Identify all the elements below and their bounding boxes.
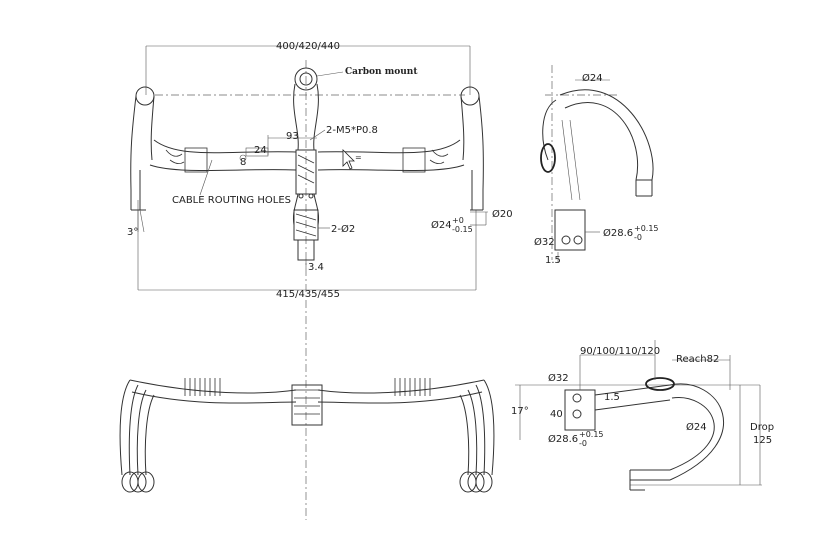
side-view: 90/100/110/120 Reach82 Ø32 1.5 17° 40 Ø2… <box>511 340 774 491</box>
top-view: 400/420/440 415/435/455 <box>127 41 513 520</box>
side-dia-28-label: Ø28.6 <box>603 227 633 239</box>
side-view-dia-28-label: Ø28.6 <box>548 433 578 445</box>
side-dia-24-label: Ø24 <box>582 72 603 84</box>
side-dia-32-label: Ø32 <box>534 236 555 248</box>
side-view-dim-40-label: 40 <box>550 409 563 420</box>
stem-lengths-label: 90/100/110/120 <box>580 346 660 357</box>
side-view-dim-1-5-label: 1.5 <box>604 392 620 403</box>
dim-93-label: 93 <box>286 131 299 142</box>
bolt-spec-label: 2-M5*P0.8 <box>326 125 378 136</box>
hole-label: 2-Ø2 <box>331 223 355 235</box>
side-view-tol-bot: -0 <box>579 439 587 448</box>
side-top-view: Ø24 Ø32 Ø28.6 +0.15 -0 1.5 <box>534 65 659 266</box>
flare-label: 3° <box>127 227 138 238</box>
dim-24-label: 24 <box>254 145 267 156</box>
width-top-label: 400/420/440 <box>276 41 340 52</box>
side-dim-1-5-label: 1.5 <box>545 255 561 266</box>
side-view-angle-label: 17° <box>511 406 529 417</box>
reach-label: Reach82 <box>676 354 719 365</box>
clamp-dia-label: Ø24 <box>431 219 452 231</box>
side-view-dia-32-label: Ø32 <box>548 372 569 384</box>
drop-label: Drop <box>750 422 774 433</box>
side-tol-top: +0.15 <box>634 224 659 233</box>
cable-routing-label: CABLE ROUTING HOLES <box>172 195 291 206</box>
width-bottom-label: 415/435/455 <box>276 289 340 300</box>
clamp-tol-top: +0 <box>452 216 464 225</box>
side-view-tol-top: +0.15 <box>579 430 604 439</box>
side-tol-bot: -0 <box>634 233 642 242</box>
bar-dia-label: Ø20 <box>492 208 513 220</box>
side-view-dia-24-label: Ø24 <box>686 421 707 433</box>
svg-text:=: = <box>355 153 362 162</box>
carbon-mount-label: Carbon mount <box>345 67 418 77</box>
front-view <box>119 378 495 493</box>
dim-3-4-label: 3.4 <box>308 262 324 273</box>
clamp-tol-bot: -0.15 <box>452 225 473 234</box>
drop-value: 125 <box>753 435 772 446</box>
dim-8-label: 8 <box>240 157 246 168</box>
